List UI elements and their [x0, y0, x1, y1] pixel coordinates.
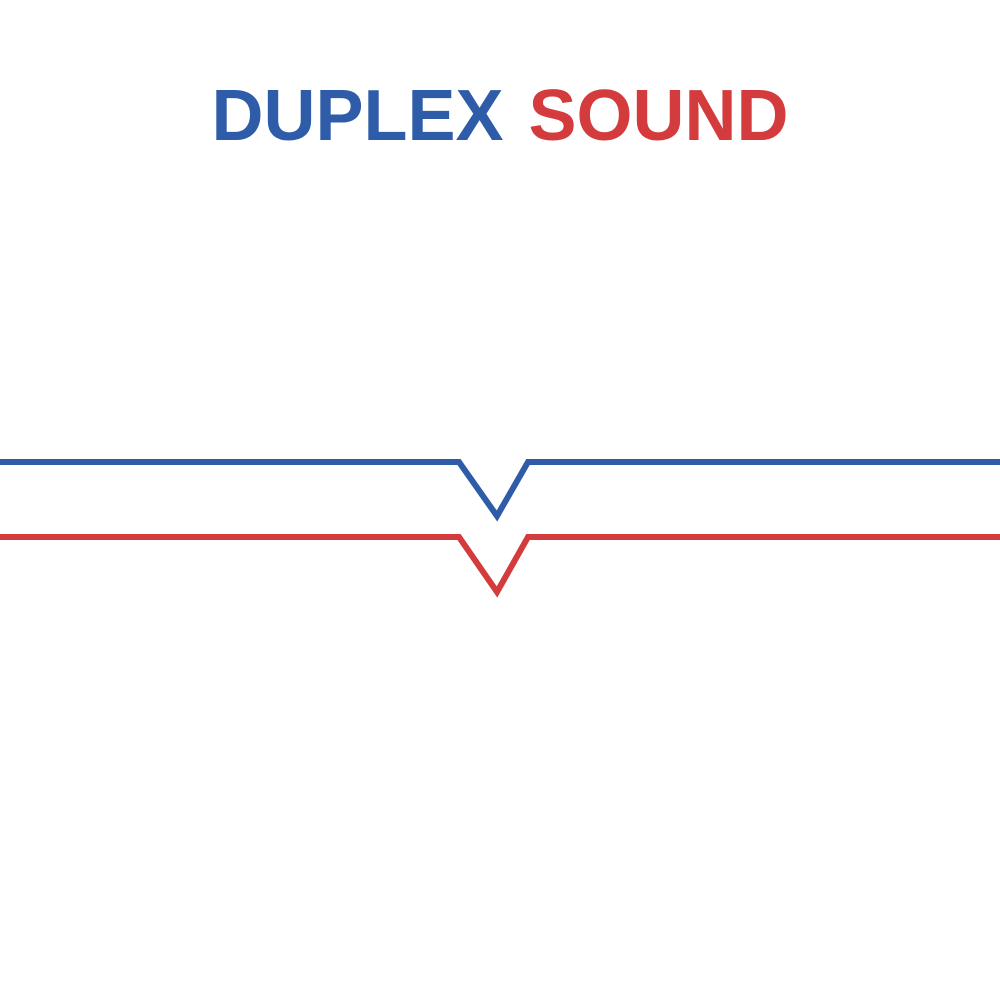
- title-word-sound: SOUND: [528, 76, 789, 156]
- title-word-duplex: DUPLEX: [211, 76, 504, 156]
- page-title: DUPLEX SOUND: [0, 80, 1000, 152]
- red-wave-line: [0, 534, 1000, 598]
- blue-wave-line: [0, 459, 1000, 522]
